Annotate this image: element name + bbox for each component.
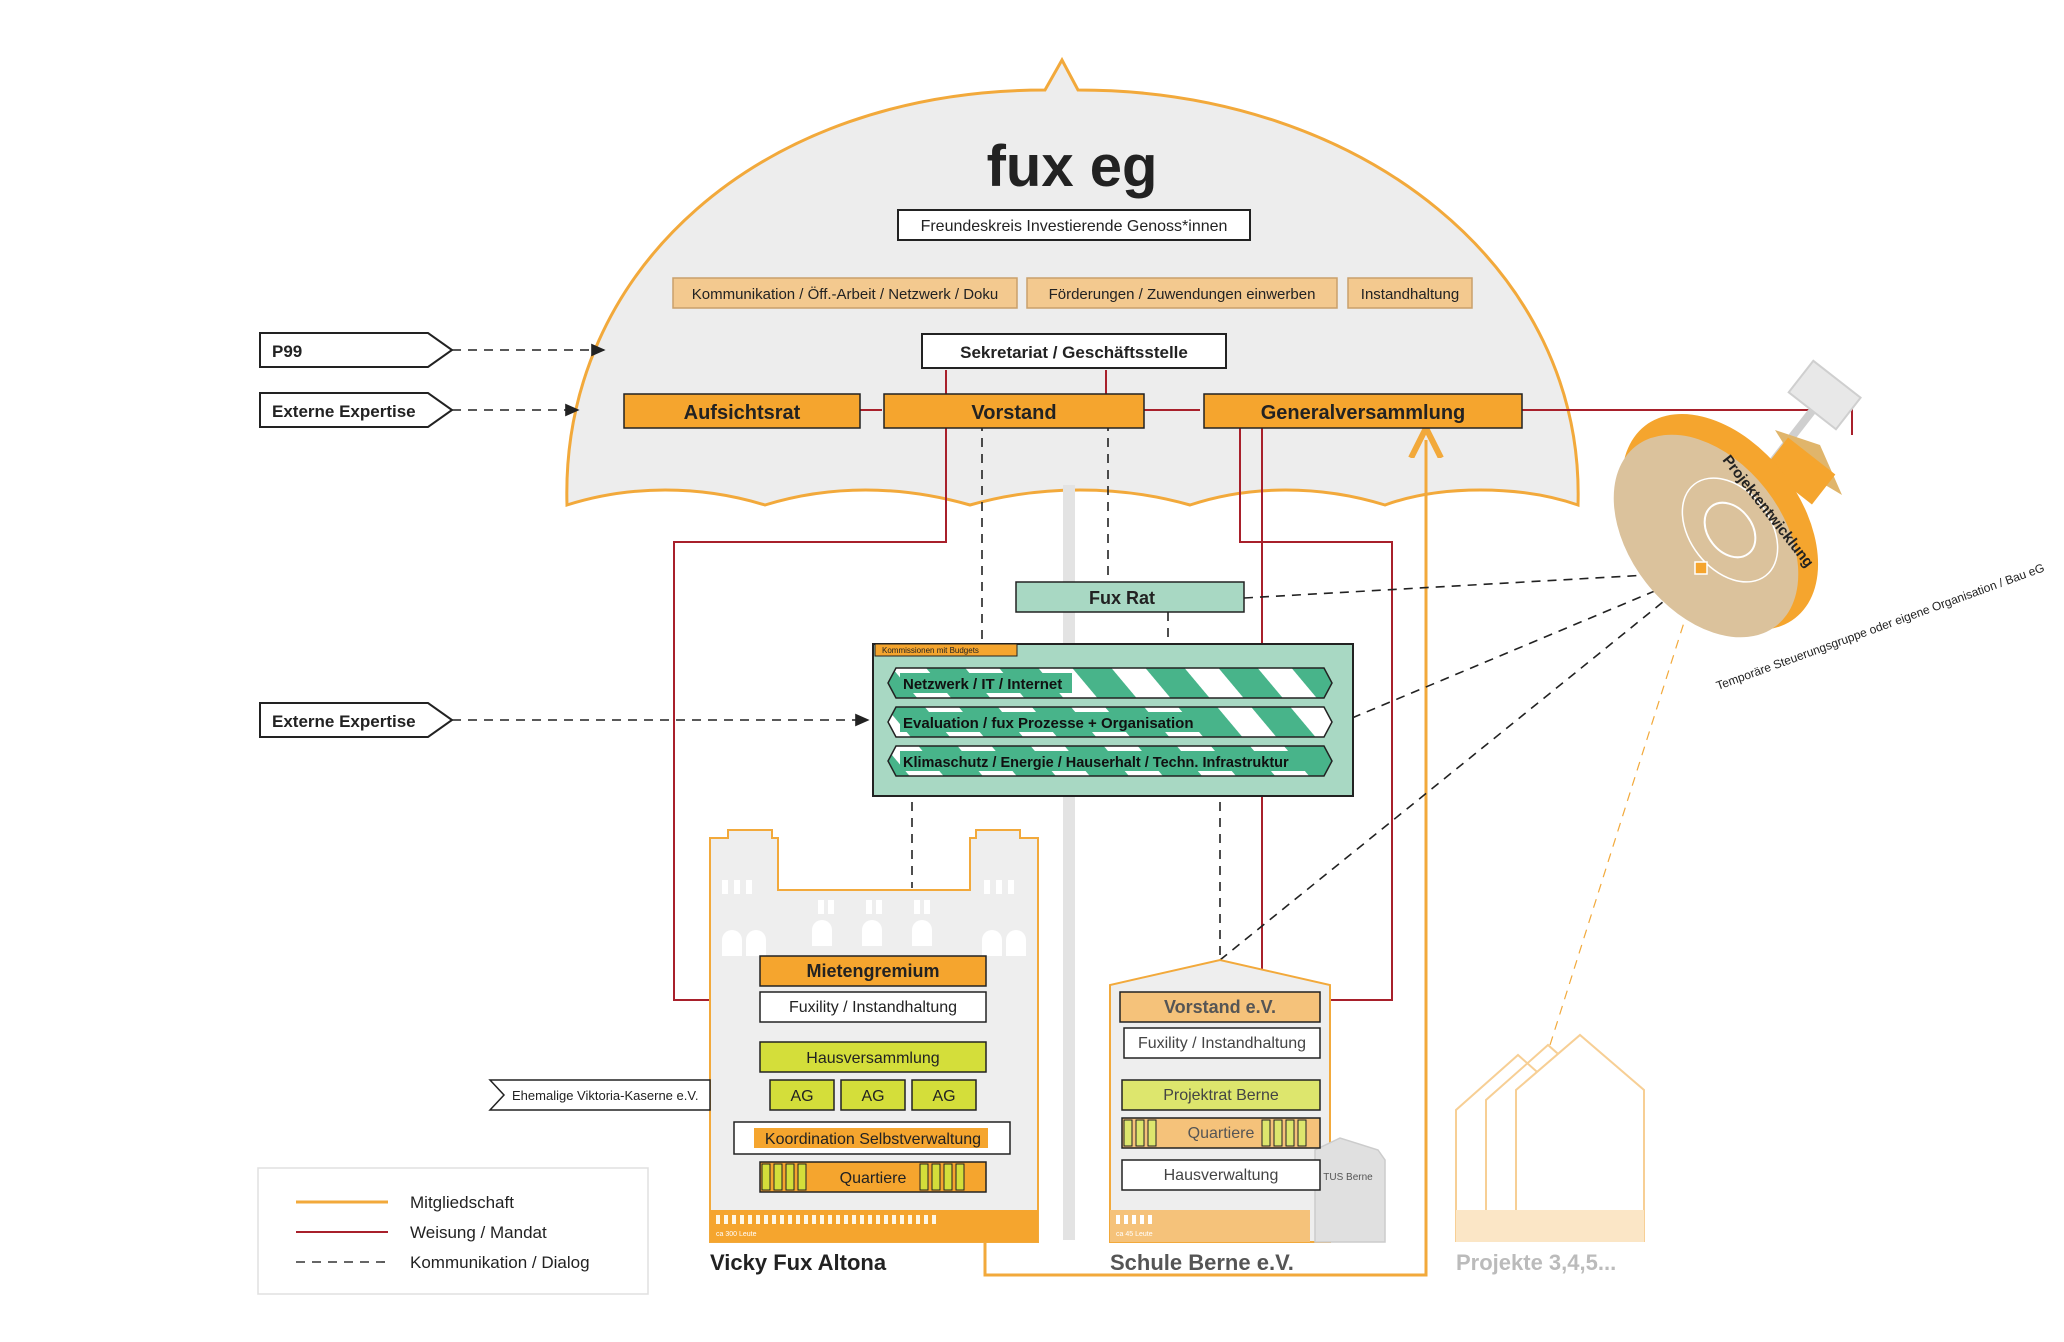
kommission-klimaschutz: Klimaschutz / Energie / Hauserhalt / Tec… [903,755,1289,771]
viktoria-kaserne-tag: Ehemalige Viktoria-Kaserne e.V. [512,1088,698,1103]
berne-quartiere-box: Quartiere [1188,1125,1255,1142]
vorstand-box: Vorstand [971,402,1056,424]
koordination-box: Koordination Selbstverwaltung [765,1131,981,1148]
altona-quartiere-box: Quartiere [840,1170,907,1187]
mietengremium-box: Mietengremium [806,961,939,981]
externe-expertise-top: Externe Expertise [272,402,416,421]
projekte-name: Projekte 3,4,5... [1456,1250,1616,1275]
kommission-evaluation: Evaluation / fux Prozesse + Organisation [903,715,1194,732]
legend-weisung: Weisung / Mandat [410,1223,547,1242]
sekretariat-box: Sekretariat / Geschäftsstelle [960,343,1188,362]
ag-box-3: AG [932,1088,955,1105]
altona-people-count: ca 300 Leute [716,1231,757,1238]
mitgliedschaft-lines [983,440,1426,1277]
projekte-houses [1455,1033,1645,1242]
kommissionen-tag: Kommissionen mit Budgets [882,646,979,655]
legend-kommunikation: Kommunikation / Dialog [410,1253,590,1272]
theme-foerderungen: Förderungen / Zuwendungen einwerben [1049,286,1316,303]
ag-box-2: AG [861,1088,884,1105]
hausversammlung-box: Hausversammlung [806,1050,939,1067]
legend-mitgliedschaft: Mitgliedschaft [410,1193,514,1212]
generalversammlung-box: Generalversammlung [1261,402,1466,424]
altona-name: Vicky Fux Altona [710,1250,887,1275]
altona-fuxility-box: Fuxility / Instandhaltung [789,999,957,1016]
satellite-icon [1613,359,1863,638]
theme-kommunikation: Kommunikation / Öff.-Arbeit / Netzwerk /… [692,285,999,303]
p99-tag: P99 [272,342,302,361]
externe-expertise-mid: Externe Expertise [272,712,416,731]
freundeskreis-box: Freundeskreis Investierende Genoss*innen [921,218,1228,235]
berne-vorstand-box: Vorstand e.V. [1164,997,1276,1017]
berne-people-count: ca 45 Leute [1116,1231,1153,1238]
projektrat-berne-box: Projektrat Berne [1163,1087,1279,1104]
kommunikation-lines [452,343,1701,1059]
fux-rat-box: Fux Rat [1089,588,1155,608]
kommission-netzwerk: Netzwerk / IT / Internet [903,676,1062,693]
berne-name: Schule Berne e.V. [1110,1250,1294,1275]
hausverwaltung-box: Hausverwaltung [1164,1167,1279,1184]
theme-instandhaltung: Instandhaltung [1361,286,1459,303]
ag-box-1: AG [790,1088,813,1105]
tus-berne-label: TUS Berne [1323,1172,1373,1183]
fux-title: fux eg [987,134,1158,199]
aufsichtsrat-box: Aufsichtsrat [684,402,801,424]
berne-fuxility-box: Fuxility / Instandhaltung [1138,1035,1306,1052]
